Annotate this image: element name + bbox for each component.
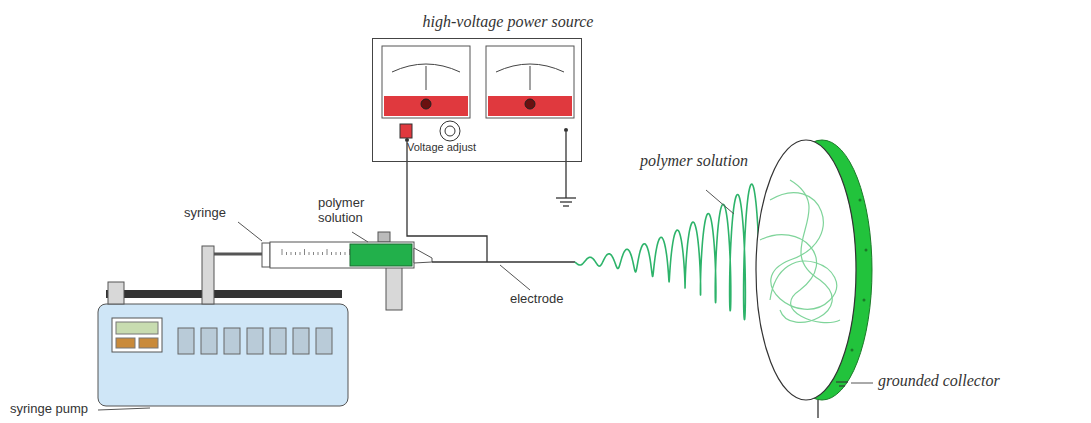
jet-label: polymer solution bbox=[640, 152, 748, 170]
scale-tick bbox=[291, 252, 292, 255]
indicator-light bbox=[400, 124, 412, 138]
syringe-barrel bbox=[270, 242, 414, 268]
voltage-knob bbox=[440, 121, 460, 141]
leader-lines bbox=[98, 190, 873, 410]
collector-ground bbox=[836, 382, 848, 386]
collector-face bbox=[756, 140, 856, 400]
scale-tick bbox=[322, 252, 323, 255]
pump-button bbox=[293, 328, 309, 354]
part-label: syringe bbox=[184, 206, 226, 221]
hv-wire bbox=[407, 142, 487, 262]
meter bbox=[486, 46, 574, 118]
scale-tick bbox=[304, 249, 305, 255]
scale-tick bbox=[295, 252, 296, 255]
pusher-block bbox=[202, 246, 214, 304]
clamp-screw bbox=[378, 232, 390, 242]
syringe-clamp bbox=[386, 266, 402, 310]
scale-tick bbox=[286, 252, 287, 255]
scale-tick bbox=[331, 252, 332, 255]
pump-buttons bbox=[178, 328, 332, 354]
device-title: high-voltage power source bbox=[423, 13, 594, 31]
scale-tick bbox=[300, 252, 301, 255]
pump-button bbox=[178, 328, 194, 354]
scale-tick bbox=[345, 252, 346, 255]
scale-tick bbox=[336, 252, 337, 255]
scale-tick bbox=[318, 252, 319, 255]
collector-stand bbox=[817, 400, 818, 418]
display-key bbox=[139, 338, 158, 348]
scale-tick bbox=[349, 249, 350, 255]
pump-button bbox=[316, 328, 332, 354]
meter bbox=[382, 46, 470, 118]
scale-tick bbox=[313, 252, 314, 255]
part-label: syringe pump bbox=[10, 402, 88, 417]
polymer-jet bbox=[575, 184, 759, 319]
pump-button bbox=[247, 328, 263, 354]
pump-button bbox=[201, 328, 217, 354]
pump-body bbox=[98, 304, 348, 406]
ground-symbol bbox=[556, 198, 576, 206]
barrel-scale bbox=[282, 249, 350, 255]
scale-tick bbox=[309, 252, 310, 255]
rail-post bbox=[108, 282, 124, 304]
pump-display bbox=[112, 318, 162, 352]
plunger-flange bbox=[262, 243, 270, 267]
control-label: Voltage adjust bbox=[407, 141, 476, 153]
power-source-box: high-voltage power sourceVoltage adjust bbox=[372, 38, 582, 162]
display-key bbox=[116, 338, 135, 348]
scale-tick bbox=[282, 249, 283, 255]
fiber-deposit bbox=[760, 180, 840, 323]
needle bbox=[432, 261, 575, 263]
part-label: electrode bbox=[510, 292, 563, 307]
display-screen bbox=[116, 322, 158, 334]
pump-button bbox=[270, 328, 286, 354]
part-label: polymer solution bbox=[318, 196, 388, 226]
ground-wire bbox=[565, 132, 566, 198]
terminal bbox=[564, 128, 568, 132]
polymer-solution-fill bbox=[350, 244, 412, 266]
scale-tick bbox=[327, 249, 328, 255]
pump-button bbox=[224, 328, 240, 354]
pump-rail bbox=[106, 290, 342, 298]
syringe-tip bbox=[414, 248, 432, 263]
rim-dots bbox=[851, 199, 868, 352]
part-label: grounded collector bbox=[878, 372, 1000, 390]
scale-tick bbox=[340, 252, 341, 255]
